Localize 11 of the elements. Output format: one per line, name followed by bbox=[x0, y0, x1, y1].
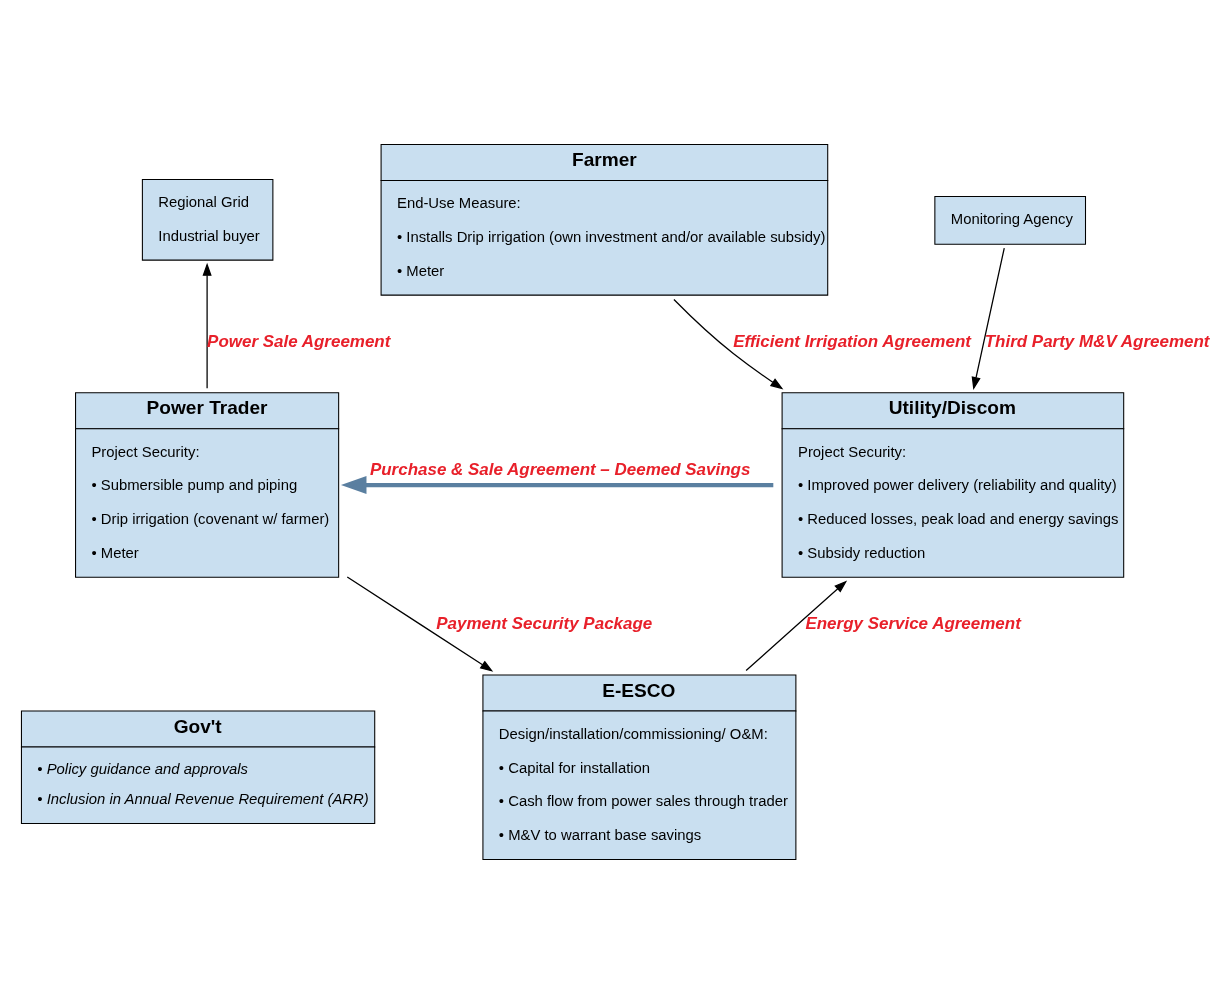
arrow bbox=[202, 262, 212, 389]
arrow bbox=[346, 575, 494, 672]
arrow bbox=[673, 298, 784, 389]
arrow bbox=[340, 475, 774, 494]
edge-label: Efficient Irrigation Agreement bbox=[733, 331, 971, 351]
edge-label: Energy Service Agreement bbox=[805, 613, 1021, 633]
arrow bbox=[971, 246, 1005, 390]
edge-label: Third Party M&V Agreement bbox=[984, 331, 1210, 351]
arrow bbox=[745, 579, 848, 671]
edge-label: Payment Security Package bbox=[436, 613, 653, 633]
edge-label: Purchase & Sale Agreement – Deemed Savings bbox=[369, 459, 751, 479]
